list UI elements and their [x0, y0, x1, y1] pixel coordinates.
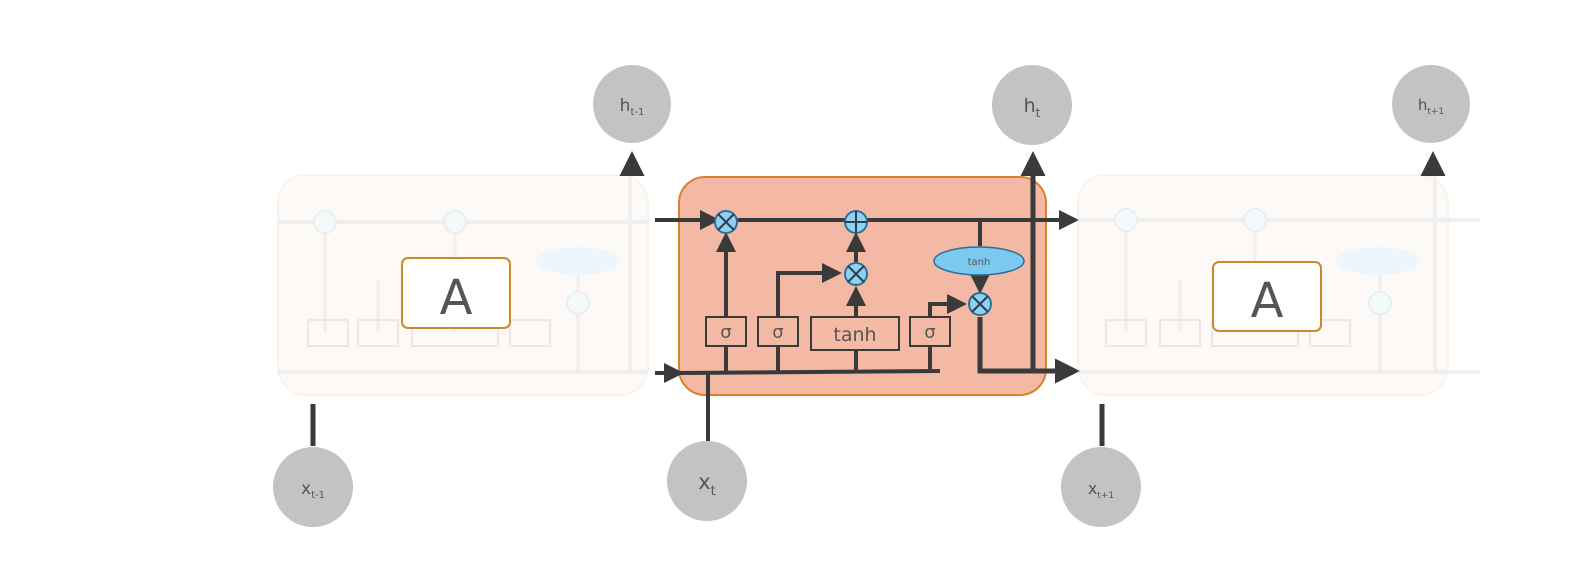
candidate-tanh-label: tanh [833, 324, 876, 346]
input-gate-sigma-label: σ [772, 322, 783, 343]
right-output-label: ht+1 [1418, 96, 1444, 117]
input-multiply-op [844, 262, 868, 286]
hidden-bottom-line [679, 369, 941, 375]
candidate-tanh-box [810, 316, 900, 351]
center-output-label: ht [1024, 95, 1041, 120]
input-gate-sigma [757, 316, 799, 347]
forget-gate-sigma [705, 316, 747, 347]
right-input-node [1061, 447, 1141, 527]
center-input-node [667, 441, 747, 521]
output-gate-sigma-label: σ [924, 322, 935, 343]
right-output-node [1392, 65, 1470, 143]
add-op [844, 210, 868, 234]
left-lstm-cell: A ht-1 xt-1 [273, 65, 671, 527]
left-input-label: xt-1 [301, 479, 325, 501]
center-input-label: xt [698, 470, 716, 499]
cell-tanh-oval [933, 246, 1025, 276]
left-a-box [401, 257, 511, 329]
forget-multiply-op [714, 210, 738, 234]
left-output-label: ht-1 [620, 96, 645, 118]
output-gate-sigma [909, 316, 951, 347]
output-multiply-op [968, 292, 992, 316]
cell-tanh-oval-label: tanh [968, 257, 991, 268]
left-input-node [273, 447, 353, 527]
center-cell-box [678, 176, 1047, 396]
right-a-label: A [1251, 273, 1284, 329]
left-a-label: A [440, 270, 473, 326]
forget-gate-sigma-label: σ [720, 322, 731, 343]
right-a-box [1212, 261, 1322, 332]
center-output-node [992, 65, 1072, 145]
right-lstm-cell: A ht+1 xt+1 [1061, 65, 1480, 527]
center-lstm-cell: σ σ tanh σ tanh ht xt [655, 65, 1080, 521]
right-input-label: xt+1 [1088, 479, 1114, 501]
left-output-node [593, 65, 671, 143]
